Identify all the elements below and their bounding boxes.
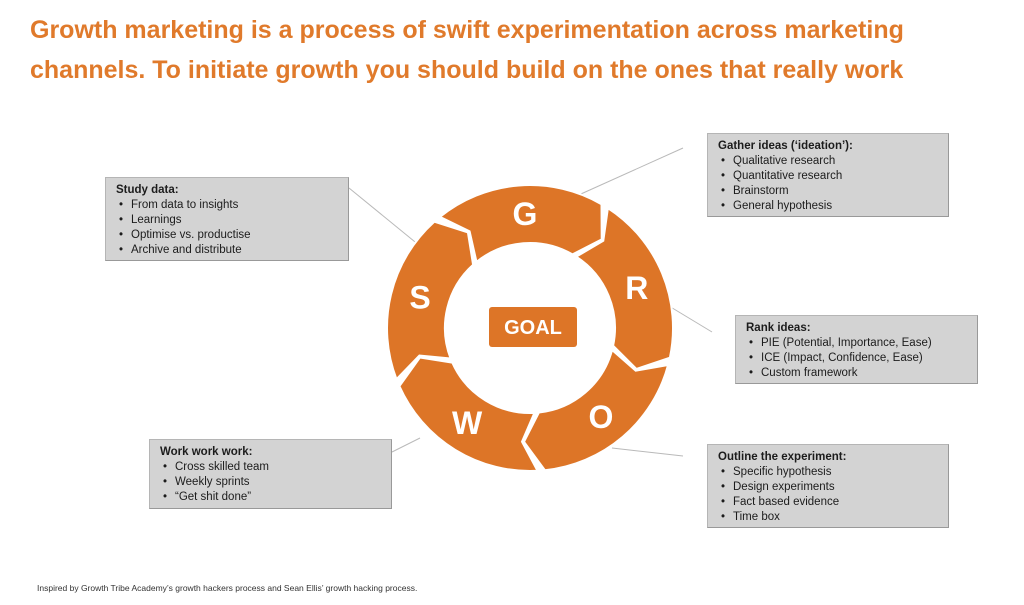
connector-work [391, 437, 421, 453]
gather-ideas-list: Qualitative research Quantitative resear… [718, 154, 938, 214]
list-item: “Get shit done” [160, 490, 381, 505]
rank-ideas-list: PIE (Potential, Importance, Ease) ICE (I… [746, 336, 967, 381]
list-item: Qualitative research [718, 154, 938, 169]
list-item: Fact based evidence [718, 495, 938, 510]
connector-gather [571, 147, 684, 199]
work-list: Cross skilled team Weekly sprints “Get s… [160, 460, 381, 505]
connector-study [348, 187, 421, 247]
list-item: ICE (Impact, Confidence, Ease) [746, 351, 967, 366]
study-data-box: Study data: From data to insights Learni… [105, 177, 349, 261]
cycle-letter-o: O [589, 399, 614, 435]
cycle-letter-g: G [513, 196, 538, 232]
rank-ideas-box: Rank ideas: PIE (Potential, Importance, … [735, 315, 978, 384]
title-line-1: Growth marketing is a process of swift e… [30, 16, 904, 44]
list-item: From data to insights [116, 198, 338, 213]
cycle-segment-r [574, 206, 675, 371]
list-item: Weekly sprints [160, 475, 381, 490]
list-item: Learnings [116, 213, 338, 228]
work-heading: Work work work: [160, 446, 253, 458]
list-item: Custom framework [746, 366, 967, 381]
list-item: Design experiments [718, 480, 938, 495]
list-item: Quantitative research [718, 169, 938, 184]
list-item: General hypothesis [718, 199, 938, 214]
gather-ideas-box: Gather ideas (‘ideation’): Qualitative r… [707, 133, 949, 217]
outline-experiment-heading: Outline the experiment: [718, 451, 847, 463]
goal-label: GOAL [504, 317, 562, 339]
cycle-letter-r: R [625, 270, 648, 306]
cycle-letter-s: S [409, 280, 430, 316]
title-line-2: channels. To initiate growth you should … [30, 56, 904, 84]
rank-ideas-heading: Rank ideas: [746, 322, 811, 334]
gather-ideas-heading: Gather ideas (‘ideation’): [718, 140, 853, 152]
footnote: Inspired by Growth Tribe Academy’s growt… [37, 583, 418, 593]
list-item: Time box [718, 510, 938, 525]
study-data-heading: Study data: [116, 184, 179, 196]
cycle-letter-w: W [452, 405, 483, 441]
outline-experiment-list: Specific hypothesis Design experiments F… [718, 465, 938, 525]
connector-outline [611, 447, 684, 457]
work-box: Work work work: Cross skilled team Weekl… [149, 439, 392, 509]
goal-badge [489, 307, 577, 347]
page-title: Growth marketing is a process of swift e… [30, 10, 1010, 90]
cycle-segment-g [438, 184, 603, 264]
cycle-ring: G R O W S [386, 184, 675, 472]
list-item: Cross skilled team [160, 460, 381, 475]
list-item: Archive and distribute [116, 243, 338, 258]
list-item: PIE (Potential, Importance, Ease) [746, 336, 967, 351]
cycle-segment-w [398, 356, 540, 472]
cycle-segment-s [386, 220, 475, 382]
outline-experiment-box: Outline the experiment: Specific hypothe… [707, 444, 949, 528]
list-item: Specific hypothesis [718, 465, 938, 480]
cycle-segment-o [522, 348, 670, 472]
list-item: Brainstorm [718, 184, 938, 199]
list-item: Optimise vs. productise [116, 228, 338, 243]
study-data-list: From data to insights Learnings Optimise… [116, 198, 338, 258]
